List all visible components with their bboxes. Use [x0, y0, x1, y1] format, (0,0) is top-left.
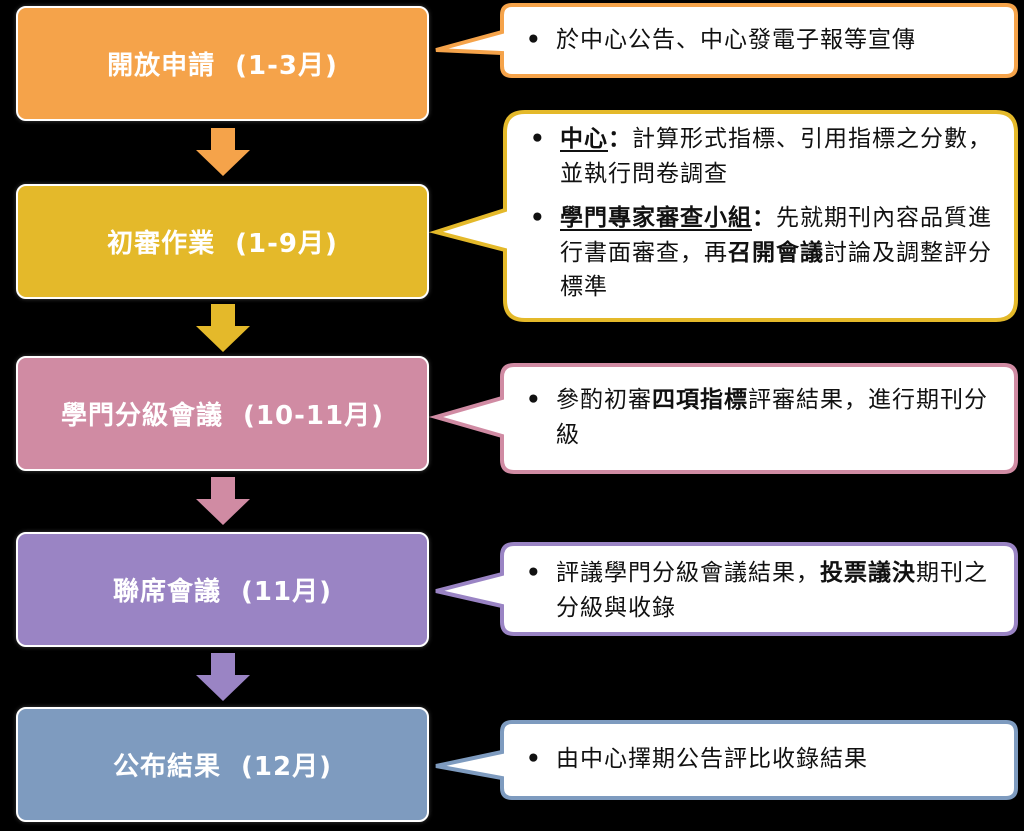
stage-period: (1-9月)	[235, 229, 338, 259]
note-publish-results: 由中心擇期公告評比收錄結果	[516, 742, 1006, 777]
stage-period: (10-11月)	[243, 401, 384, 431]
note-bold-meeting: 召開會議	[728, 239, 824, 266]
down-arrow-icon	[196, 304, 250, 352]
note-text: 評議學門分級會議結果，	[556, 560, 820, 586]
note-bold-center: 中心	[560, 126, 608, 152]
note-item: 學門專家審查小組：先就期刊內容品質進行書面審查，再召開會議討論及調整評分標準	[520, 201, 1000, 305]
note-joint-meeting: 評議學門分級會議結果，投票議決期刊之分級與收錄	[516, 556, 996, 625]
stage-period: (11月)	[241, 577, 332, 607]
note-text: 參酌初審	[556, 387, 652, 413]
note-text: 期刊之分級與收錄	[556, 560, 988, 621]
stage-title: 開放申請	[107, 51, 216, 81]
stage-period: (1-3月)	[235, 51, 338, 81]
down-arrow-icon	[196, 128, 250, 176]
note-colon: ：	[752, 205, 776, 231]
note-item: 評議學門分級會議結果，投票議決期刊之分級與收錄	[516, 556, 996, 625]
note-discipline-meeting: 參酌初審四項指標評審結果，進行期刊分級	[516, 383, 996, 452]
note-colon: ：	[608, 126, 632, 152]
down-arrow-icon	[196, 477, 250, 525]
stage-title: 公布結果	[113, 752, 222, 782]
note-item: 於中心公告、中心發電子報等宣傳	[516, 23, 1006, 58]
note-item: 由中心擇期公告評比收錄結果	[516, 742, 1006, 777]
stage-title: 學門分級會議	[61, 401, 224, 431]
stage-joint-meeting: 聯席會議 (11月)	[16, 532, 429, 647]
stage-publish-results: 公布結果 (12月)	[16, 707, 429, 822]
stage-open-application: 開放申請 (1-3月)	[16, 6, 429, 121]
note-preliminary-review: 中心：計算形式指標、引用指標之分數，並執行問卷調查 學門專家審查小組：先就期刊內…	[520, 122, 1000, 305]
stage-period: (12月)	[241, 752, 332, 782]
stage-discipline-meeting: 學門分級會議 (10-11月)	[16, 356, 429, 471]
note-open-application: 於中心公告、中心發電子報等宣傳	[516, 23, 1006, 58]
note-bold: 四項指標	[652, 387, 748, 413]
stage-title: 聯席會議	[113, 577, 222, 607]
note-text: 討論及調整評分標準	[560, 239, 992, 301]
note-text: 先就期刊內容品質進行書面審查，再	[560, 205, 992, 266]
stage-preliminary-review: 初審作業 (1-9月)	[16, 184, 429, 299]
down-arrow-icon	[196, 653, 250, 701]
note-text: 評審結果，進行期刊分級	[556, 387, 988, 448]
note-bold: 投票議決	[820, 560, 916, 586]
note-bold-panel: 學門專家審查小組	[560, 205, 752, 231]
note-text: 計算形式指標、引用指標之分數，並執行問卷調查	[560, 126, 992, 187]
note-item: 參酌初審四項指標評審結果，進行期刊分級	[516, 383, 996, 452]
stage-title: 初審作業	[107, 229, 216, 259]
note-item: 中心：計算形式指標、引用指標之分數，並執行問卷調查	[520, 122, 1000, 191]
